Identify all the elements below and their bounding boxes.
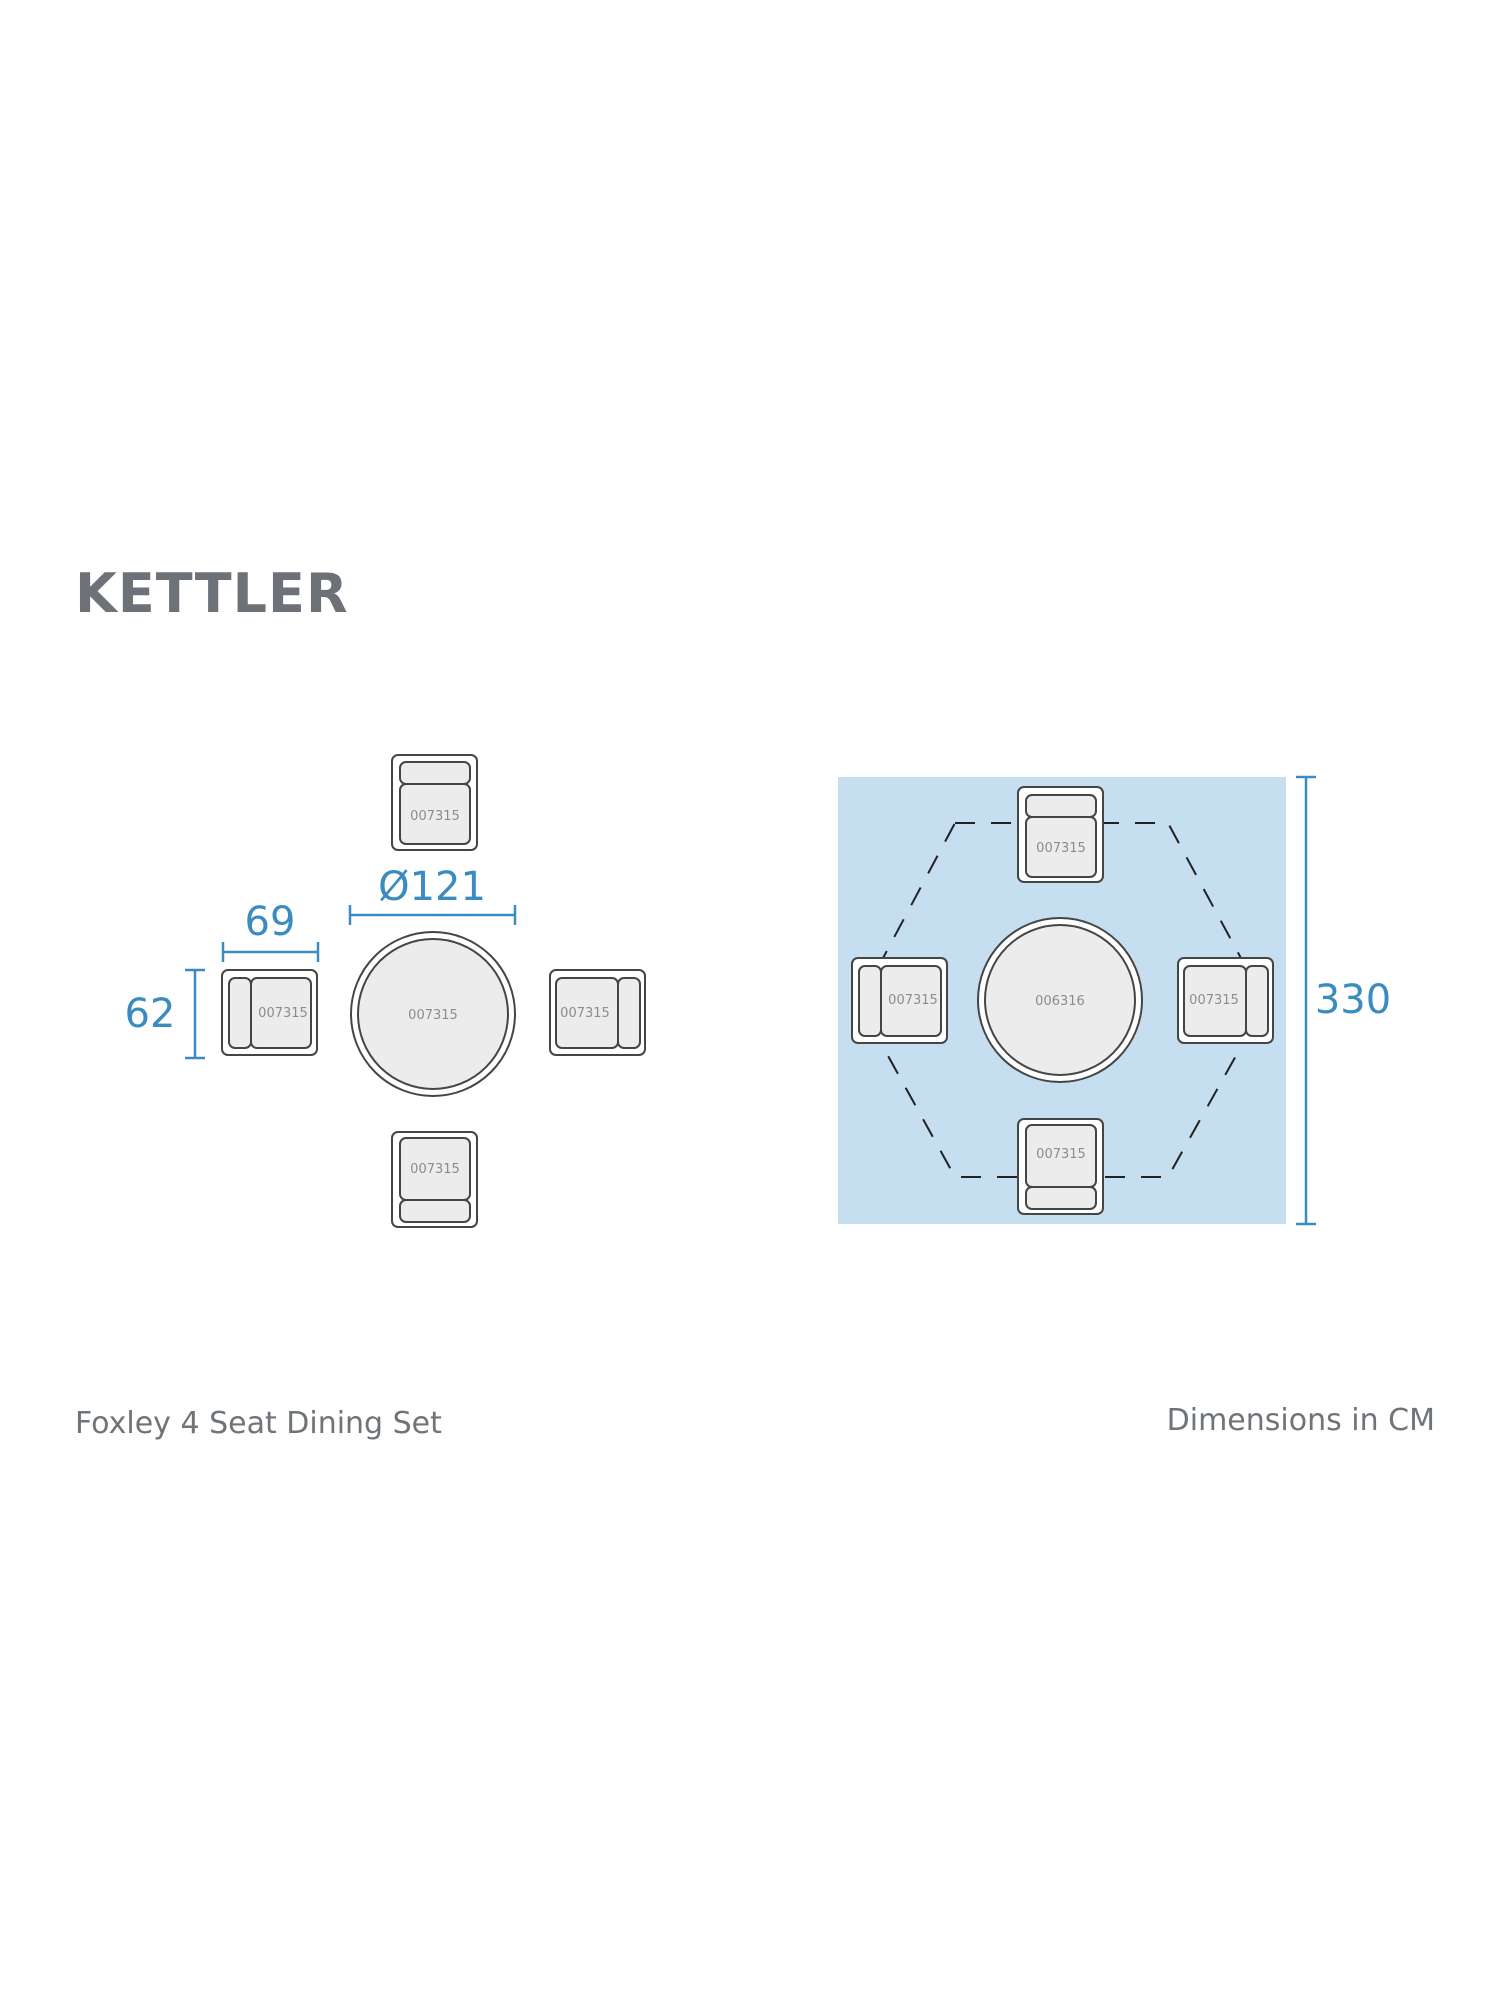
chair-right: 007315 <box>549 969 646 1056</box>
left-plan: 007315 007315 007315 007315 007315 <box>125 754 646 1228</box>
chair-top: 007315 <box>391 754 478 851</box>
dimension-overall: 330 <box>1296 775 1391 1226</box>
overall-footprint-label: 330 <box>1315 977 1391 1023</box>
chair-code: 007315 <box>888 993 938 1008</box>
product-name: Foxley 4 Seat Dining Set <box>75 1406 442 1441</box>
right-plan: 007315 007315 007315 007315 006316 <box>838 775 1391 1226</box>
kettler-logo: KETTLER <box>75 562 349 625</box>
chair-left: 007315 <box>851 957 948 1044</box>
round-table: 007315 <box>350 931 516 1097</box>
units-note: Dimensions in CM <box>1167 1403 1435 1438</box>
chair-code: 007315 <box>410 1162 460 1177</box>
chair-depth-label: 62 <box>125 991 176 1037</box>
chair-right: 007315 <box>1177 957 1274 1044</box>
chair-code: 007315 <box>1189 993 1239 1008</box>
chair-code: 007315 <box>410 809 460 824</box>
dimension-table-diameter: Ø121 <box>348 864 517 925</box>
round-table: 006316 <box>977 917 1143 1083</box>
chair-top: 007315 <box>1017 786 1104 883</box>
chair-bottom: 007315 <box>1017 1118 1104 1215</box>
chair-bottom: 007315 <box>391 1131 478 1228</box>
chair-code: 007315 <box>1036 1147 1086 1162</box>
dimension-chair-width: 69 <box>221 899 320 962</box>
chair-code: 007315 <box>560 1006 610 1021</box>
chair-code: 007315 <box>1036 841 1086 856</box>
chair-left: 007315 <box>221 969 318 1056</box>
table-code: 006316 <box>1035 994 1085 1009</box>
table-code: 007315 <box>408 1008 458 1023</box>
chair-code: 007315 <box>258 1006 308 1021</box>
dimension-chair-depth: 62 <box>125 968 205 1060</box>
table-diameter-label: Ø121 <box>378 864 486 910</box>
chair-width-label: 69 <box>245 899 296 945</box>
